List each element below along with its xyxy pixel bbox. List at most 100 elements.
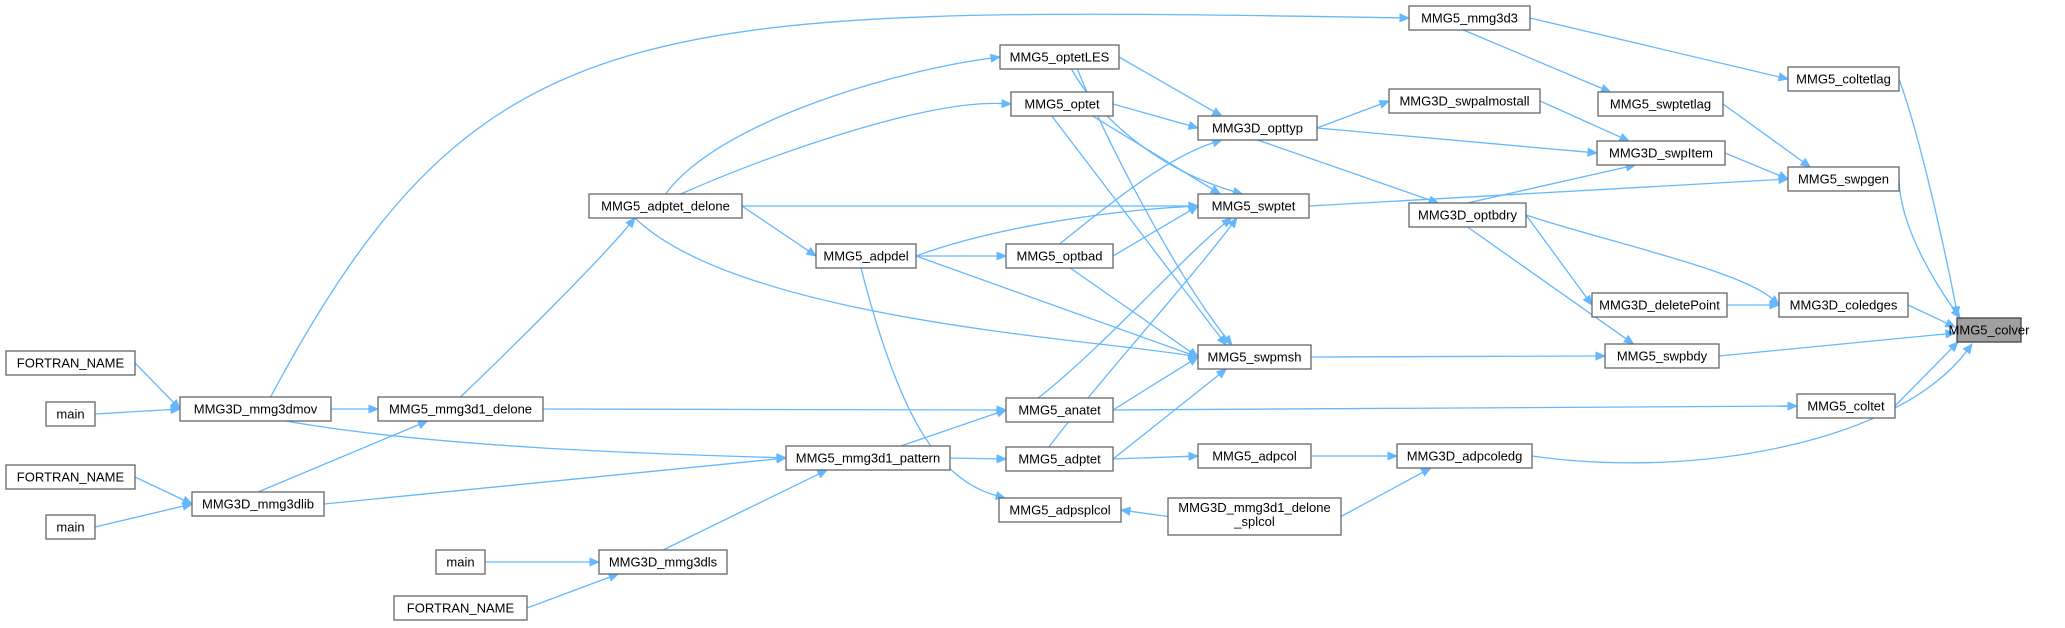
edge-anatet-from-mmg3d1-delone [542, 405, 1008, 415]
node-adpcoledg[interactable]: MMG3D_adpcoledg [1396, 443, 1533, 469]
node-box [377, 396, 544, 422]
node-box [1956, 317, 2022, 343]
arrowhead [1944, 318, 1957, 328]
node-swpmsh[interactable]: MMG5_swpmsh [1197, 344, 1312, 370]
edge-line [134, 362, 175, 404]
node-anatet[interactable]: MMG5_anatet [1005, 397, 1114, 423]
edge-line [1722, 103, 1804, 163]
node-adpdel[interactable]: MMG5_adpdel [815, 243, 917, 269]
edge-swpmsh-from-anatet [1112, 356, 1200, 411]
node-box [1604, 343, 1720, 369]
node-label: MMG5_adptet [1018, 452, 1101, 467]
arrowhead [1399, 13, 1411, 23]
node-optet[interactable]: MMG5_optet [1010, 91, 1114, 117]
edge-swptet-from-optbad [1112, 205, 1200, 257]
node-label: MMG3D_opttyp [1212, 121, 1303, 136]
node-fortran1[interactable]: FORTRAN_NAME [5, 350, 136, 376]
node-swpitem[interactable]: MMG3D_swpItem [1596, 140, 1726, 166]
node-coltetlag[interactable]: MMG5_coltetlag [1787, 66, 1900, 92]
edge-line [1340, 471, 1424, 518]
node-coltet[interactable]: MMG5_coltet [1796, 393, 1896, 419]
node-adpsplcol[interactable]: MMG5_adpsplcol [998, 497, 1122, 523]
arrowhead [1209, 185, 1222, 195]
edge-line [634, 217, 1190, 357]
node-swptet[interactable]: MMG5_swptet [1197, 193, 1310, 219]
node-box [5, 350, 136, 376]
edge-line [680, 102, 1003, 195]
function-nodes: MMG5_colverMMG5_mmg3d3MMG5_coltetlagMMG5… [5, 5, 2031, 621]
node-coledges[interactable]: MMG3D_coledges [1778, 292, 1909, 318]
edge-colver-from-coledges [1907, 304, 1957, 328]
node-swpalmostall[interactable]: MMG3D_swpalmostall [1388, 88, 1541, 114]
edge-line [1467, 226, 1627, 340]
node-mmg3dlib[interactable]: MMG3D_mmg3dlib [191, 491, 325, 517]
edge-line [1308, 178, 1780, 207]
node-box [1197, 344, 1312, 370]
node-swpgen[interactable]: MMG5_swpgen [1787, 166, 1900, 192]
arrowhead [1587, 147, 1599, 157]
edge-line [1037, 223, 1225, 399]
edge-line [949, 457, 998, 460]
edge-swpmsh-from-optbad [1069, 267, 1200, 358]
node-label: MMG5_mmg3d1_pattern [796, 451, 941, 466]
node-colver[interactable]: MMG5_colver [1949, 317, 2031, 343]
node-adptet-delone[interactable]: MMG5_adptet_delone [588, 193, 743, 219]
edge-deletepoint-from-optbdry [1525, 214, 1593, 307]
node-fortran3[interactable]: FORTRAN_NAME [393, 595, 528, 621]
edge-mmg3d1-pattern-from-mmg3dls [662, 469, 829, 551]
node-optbad[interactable]: MMG5_optbad [1005, 243, 1114, 269]
arrowhead [181, 501, 194, 511]
node-box [1787, 166, 1900, 192]
edge-line [542, 408, 998, 411]
node-splcol[interactable]: MMG3D_mmg3d1_delone_splcol [1167, 497, 1342, 536]
node-adptet[interactable]: MMG5_adptet [1005, 446, 1114, 472]
node-mmg3d3[interactable]: MMG5_mmg3d3 [1408, 5, 1531, 31]
arrowhead [1777, 72, 1790, 82]
node-mmg3d1-delone[interactable]: MMG5_mmg3d1_delone [377, 396, 544, 422]
edge-anatet-from-mmg3d1-pattern [900, 408, 1008, 447]
node-fortran2[interactable]: FORTRAN_NAME [5, 464, 136, 490]
edge-line [1112, 405, 1789, 411]
edge-line [94, 505, 184, 528]
node-mmg3dmov[interactable]: MMG3D_mmg3dmov [179, 396, 332, 422]
edge-line [1718, 333, 1947, 357]
arrowhead [996, 251, 1008, 261]
node-main3[interactable]: main [435, 549, 486, 575]
node-label: FORTRAN_NAME [17, 470, 125, 485]
arrowhead [1769, 300, 1781, 310]
node-main1[interactable]: main [45, 401, 96, 427]
arrowhead [1187, 347, 1200, 358]
node-main2[interactable]: main [45, 514, 96, 540]
node-optetles[interactable]: MMG5_optetLES [999, 44, 1120, 70]
edge-mmg3d1-delone-from-mmg3dmov [331, 404, 380, 414]
edge-adpdel-from-adptet-delone [741, 205, 818, 257]
node-opttyp[interactable]: MMG3D_opttyp [1197, 115, 1318, 141]
node-deletepoint[interactable]: MMG3D_deletePoint [1591, 292, 1728, 318]
edge-line [1898, 178, 1956, 312]
node-box [1167, 497, 1342, 536]
edge-line [323, 458, 778, 505]
node-label: MMG5_anatet [1018, 403, 1101, 418]
node-mmg3dls[interactable]: MMG3D_mmg3dls [598, 549, 728, 575]
node-optbdry[interactable]: MMG3D_optbdry [1408, 202, 1527, 228]
node-swpbdy[interactable]: MMG5_swpbdy [1604, 343, 1720, 369]
arrowhead [1778, 174, 1790, 185]
node-adpcol[interactable]: MMG5_adpcol [1197, 443, 1312, 469]
edge-mmg3dmov-from-fortran1 [134, 362, 181, 410]
node-label: MMG3D_coledges [1790, 298, 1898, 313]
edge-coltet-from-anatet [1112, 401, 1799, 411]
node-label: _splcol [1233, 514, 1275, 529]
edge-line [662, 473, 820, 551]
node-swptetlag[interactable]: MMG5_swptetlag [1597, 91, 1724, 117]
edge-swpbdy-from-optbdry [1467, 226, 1635, 345]
node-label: MMG5_mmg3d1_delone [389, 402, 532, 417]
arrowhead [1582, 294, 1593, 307]
node-mmg3d1-pattern[interactable]: MMG5_mmg3d1_pattern [785, 445, 951, 471]
edge-line [1051, 115, 1222, 339]
node-label: MMG3D_deletePoint [1599, 298, 1720, 313]
edge-line [1112, 374, 1220, 460]
edge-swptet-from-adptet-delone [742, 201, 1200, 211]
node-label: MMG5_adpsplcol [1009, 503, 1110, 518]
node-label: MMG5_optetLES [1010, 50, 1110, 65]
node-label: main [56, 407, 84, 422]
